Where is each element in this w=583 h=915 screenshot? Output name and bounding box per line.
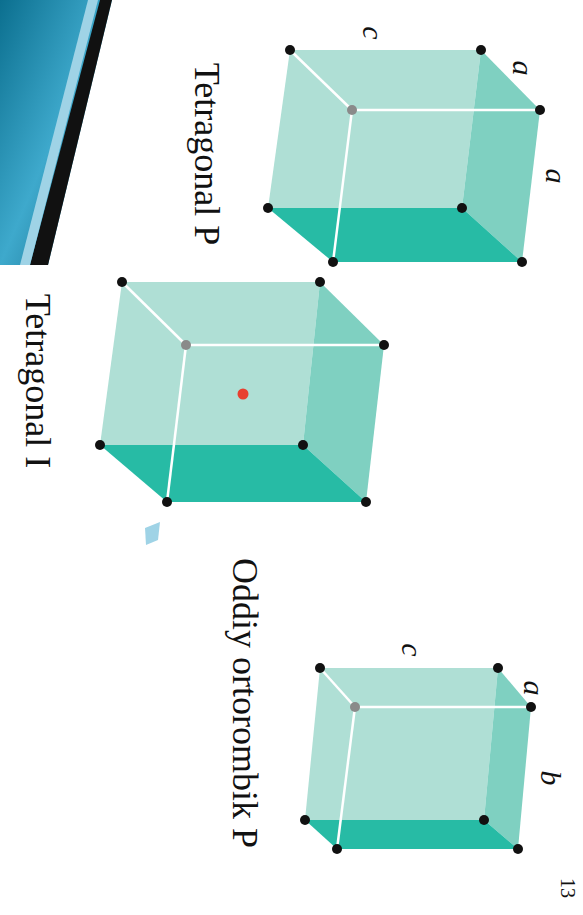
edge-length-label: c: [397, 643, 427, 656]
edge-length-label: a: [540, 169, 570, 184]
lattice-name: Tetragonal P: [189, 63, 225, 245]
page-number: 13: [558, 878, 578, 898]
lattice-name: Oddiy ortorombik P: [227, 558, 263, 848]
edge-length-label: c: [358, 26, 388, 39]
tetragonal-i-cell: [95, 277, 389, 507]
tetragonal-p-cell: [263, 45, 545, 267]
orthorhombic-p-cell: [300, 663, 536, 854]
lattice-name: Tetragonal I: [20, 294, 56, 468]
edge-length-label: a: [518, 681, 548, 696]
edge-length-label: b: [535, 771, 565, 786]
edge-length-label: a: [507, 61, 537, 76]
